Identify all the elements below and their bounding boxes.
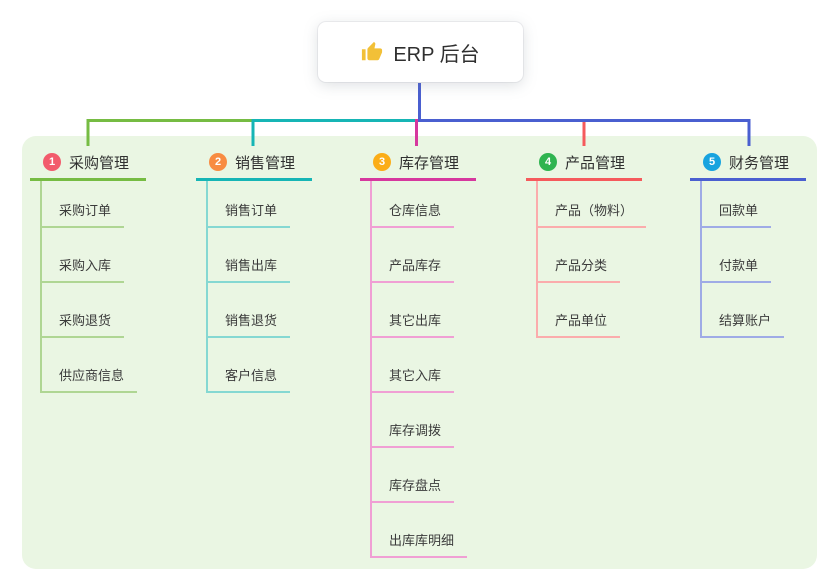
branch-children-inventory: 仓库信息 产品库存 其它出库 其它入库 库存调拨 库存盘点 出库库明细 [370,181,468,558]
branch-children-purchase: 采购订单 采购入库 采购退货 供应商信息 [40,181,138,393]
branch-head-inventory[interactable]: 3 库存管理 [360,146,476,181]
branch-label: 销售管理 [235,154,296,172]
branch-children-product: 产品（物料） 产品分类 产品单位 [536,181,647,338]
branch-head-product[interactable]: 4 产品管理 [526,146,642,181]
child-node[interactable]: 产品分类 [538,228,621,283]
child-node[interactable]: 客户信息 [208,338,291,393]
child-node[interactable]: 仓库信息 [372,181,455,228]
branch-children-finance: 回款单 付款单 结算账户 [700,181,785,338]
child-node[interactable]: 其它出库 [372,283,455,338]
child-node[interactable]: 产品单位 [538,283,621,338]
branch-label: 产品管理 [565,154,626,172]
branch-number-badge: 1 [43,153,61,171]
branch-head-purchase[interactable]: 1 采购管理 [30,146,146,181]
branch-head-finance[interactable]: 5 财务管理 [690,146,806,181]
branch-label: 财务管理 [729,154,790,172]
branch-number-badge: 4 [539,153,557,171]
child-node[interactable]: 采购订单 [42,181,125,228]
child-node[interactable]: 回款单 [702,181,772,228]
root-title: ERP 后台 [393,43,480,66]
child-node[interactable]: 销售退货 [208,283,291,338]
child-node[interactable]: 其它入库 [372,338,455,393]
background-panel [22,136,817,569]
branch-label: 库存管理 [399,154,460,172]
thumbs-up-icon [361,41,383,63]
child-node[interactable]: 采购入库 [42,228,125,283]
child-node[interactable]: 销售出库 [208,228,291,283]
branch-head-sales[interactable]: 2 销售管理 [196,146,312,181]
branch-children-sales: 销售订单 销售出库 销售退货 客户信息 [206,181,291,393]
child-node[interactable]: 结算账户 [702,283,785,338]
child-node[interactable]: 库存盘点 [372,448,455,503]
child-node[interactable]: 采购退货 [42,283,125,338]
branch-number-badge: 5 [703,153,721,171]
child-node[interactable]: 销售订单 [208,181,291,228]
child-node[interactable]: 供应商信息 [42,338,138,393]
root-node[interactable]: ERP 后台 [318,22,523,82]
branch-number-badge: 3 [373,153,391,171]
child-node[interactable]: 产品（物料） [538,181,647,228]
child-node[interactable]: 出库库明细 [372,503,468,558]
child-node[interactable]: 库存调拨 [372,393,455,448]
branch-label: 采购管理 [69,154,130,172]
branch-number-badge: 2 [209,153,227,171]
child-node[interactable]: 产品库存 [372,228,455,283]
child-node[interactable]: 付款单 [702,228,772,283]
